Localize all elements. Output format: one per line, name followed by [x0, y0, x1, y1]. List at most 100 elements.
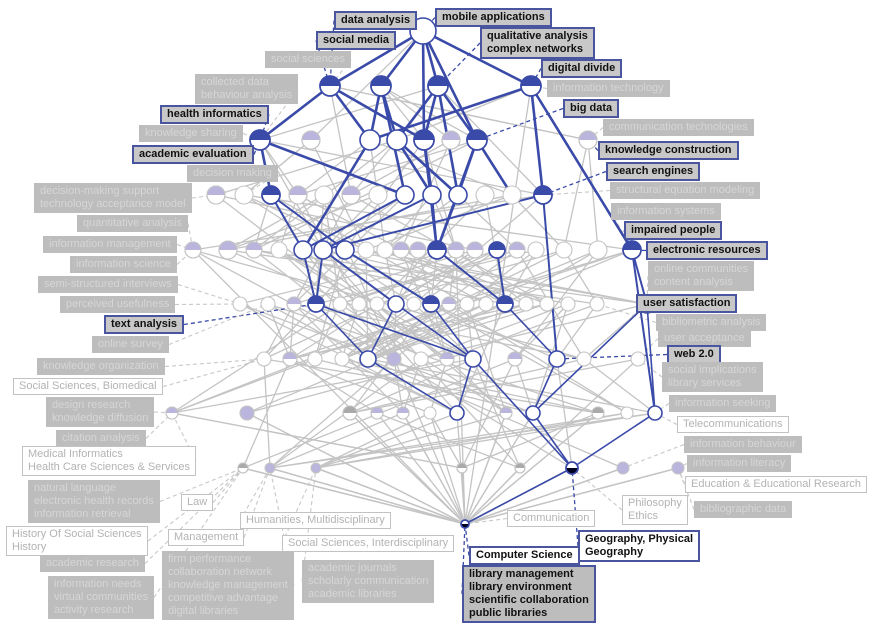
- lattice-node[interactable]: [647, 405, 663, 421]
- lattice-node[interactable]: [249, 129, 271, 151]
- concept-label[interactable]: perceived usefulness: [60, 296, 176, 313]
- concept-label[interactable]: Management: [168, 529, 245, 546]
- lattice-node[interactable]: [423, 406, 437, 420]
- lattice-node[interactable]: [239, 405, 255, 421]
- concept-label[interactable]: communication technologies: [603, 119, 754, 136]
- lattice-node[interactable]: [578, 130, 598, 150]
- lattice-node[interactable]: [499, 406, 513, 420]
- concept-label[interactable]: academic journals scholarly communicatio…: [302, 560, 435, 603]
- lattice-node[interactable]: [441, 296, 457, 312]
- lattice-node[interactable]: [488, 241, 506, 259]
- lattice-node[interactable]: [496, 295, 514, 313]
- concept-label[interactable]: Geography, Physical Geography: [578, 530, 701, 562]
- lattice-node[interactable]: [478, 296, 494, 312]
- lattice-node[interactable]: [449, 405, 465, 421]
- lattice-node[interactable]: [427, 240, 447, 260]
- lattice-node[interactable]: [232, 296, 248, 312]
- lattice-node[interactable]: [518, 296, 534, 312]
- concept-label[interactable]: qualitative analysis complex networks: [480, 27, 595, 59]
- lattice-node[interactable]: [218, 240, 238, 260]
- concept-label[interactable]: social media: [316, 31, 397, 50]
- concept-label[interactable]: natural language electronic health recor…: [28, 480, 160, 523]
- lattice-node[interactable]: [351, 296, 367, 312]
- concept-label[interactable]: firm performance collaboration network k…: [162, 551, 294, 620]
- concept-label[interactable]: Social Sciences, Interdisciplinary: [282, 535, 455, 552]
- lattice-node[interactable]: [413, 129, 435, 151]
- lattice-node[interactable]: [387, 295, 405, 313]
- lattice-node[interactable]: [395, 185, 415, 205]
- concept-label[interactable]: search engines: [606, 162, 701, 181]
- lattice-node[interactable]: [334, 351, 350, 367]
- lattice-node[interactable]: [314, 185, 334, 205]
- lattice-node[interactable]: [256, 351, 272, 367]
- lattice-node[interactable]: [396, 406, 410, 420]
- lattice-node[interactable]: [507, 351, 523, 367]
- lattice-node[interactable]: [464, 350, 482, 368]
- lattice-node[interactable]: [332, 296, 348, 312]
- lattice-node[interactable]: [589, 296, 605, 312]
- concept-label[interactable]: Social Sciences, Biomedical: [13, 378, 163, 395]
- lattice-node[interactable]: [386, 129, 408, 151]
- concept-label[interactable]: information behaviour: [684, 436, 802, 453]
- lattice-node[interactable]: [508, 241, 526, 259]
- lattice-node[interactable]: [466, 241, 484, 259]
- lattice-node[interactable]: [616, 461, 630, 475]
- lattice-node[interactable]: [335, 240, 355, 260]
- lattice-node[interactable]: [413, 351, 429, 367]
- concept-label[interactable]: structural equation modeling: [610, 182, 761, 199]
- lattice-node[interactable]: [359, 350, 377, 368]
- concept-label[interactable]: bibliometric analysis: [656, 314, 767, 331]
- concept-label[interactable]: data analysis: [334, 11, 418, 30]
- lattice-node[interactable]: [548, 350, 566, 368]
- lattice-node[interactable]: [288, 185, 308, 205]
- concept-label[interactable]: citation analysis: [56, 430, 146, 447]
- lattice-node[interactable]: [560, 296, 576, 312]
- concept-label[interactable]: health informatics: [160, 105, 269, 124]
- concept-label[interactable]: History Of Social Sciences History: [6, 526, 148, 556]
- lattice-node[interactable]: [165, 406, 179, 420]
- lattice-node[interactable]: [237, 462, 249, 474]
- concept-label[interactable]: knowledge construction: [598, 141, 739, 160]
- lattice-node[interactable]: [260, 296, 276, 312]
- lattice-node[interactable]: [448, 185, 468, 205]
- lattice-node[interactable]: [466, 129, 488, 151]
- lattice-node[interactable]: [441, 130, 461, 150]
- lattice-node[interactable]: [184, 241, 202, 259]
- lattice-node[interactable]: [370, 406, 384, 420]
- concept-label[interactable]: impaired people: [624, 221, 723, 240]
- concept-label[interactable]: Computer Science: [469, 546, 580, 565]
- lattice-node[interactable]: [447, 241, 465, 259]
- concept-label[interactable]: online survey: [92, 336, 169, 353]
- lattice-node[interactable]: [409, 241, 427, 259]
- concept-label[interactable]: Education & Educational Research: [685, 476, 867, 493]
- concept-label[interactable]: social implications library services: [662, 362, 763, 392]
- lattice-node[interactable]: [502, 185, 522, 205]
- lattice-node[interactable]: [307, 351, 323, 367]
- lattice-node[interactable]: [422, 185, 442, 205]
- lattice-node[interactable]: [310, 462, 322, 474]
- concept-label[interactable]: design research knowledge diffusion: [46, 397, 155, 427]
- lattice-node[interactable]: [622, 240, 642, 260]
- concept-label[interactable]: big data: [563, 99, 620, 118]
- concept-label[interactable]: collected data behaviour analysis: [195, 74, 299, 104]
- concept-label[interactable]: user acceptance: [658, 330, 751, 347]
- lattice-node[interactable]: [422, 295, 440, 313]
- lattice-node[interactable]: [620, 406, 634, 420]
- concept-label[interactable]: library management library environment s…: [462, 565, 596, 623]
- lattice-node[interactable]: [392, 241, 410, 259]
- lattice-node[interactable]: [533, 185, 553, 205]
- lattice-node[interactable]: [591, 406, 605, 420]
- lattice-node[interactable]: [459, 296, 475, 312]
- lattice-node[interactable]: [527, 241, 545, 259]
- concept-label[interactable]: mobile applications: [435, 8, 552, 27]
- concept-label[interactable]: Medical Informatics Health Care Sciences…: [22, 446, 197, 476]
- lattice-node[interactable]: [245, 241, 263, 259]
- concept-label[interactable]: text analysis: [104, 315, 185, 334]
- concept-label[interactable]: information systems: [611, 203, 721, 220]
- concept-label[interactable]: electronic resources: [646, 241, 768, 260]
- lattice-node[interactable]: [319, 75, 341, 97]
- lattice-node[interactable]: [261, 185, 281, 205]
- concept-label[interactable]: academic evaluation: [132, 145, 254, 164]
- lattice-node[interactable]: [282, 351, 298, 367]
- lattice-node[interactable]: [368, 185, 388, 205]
